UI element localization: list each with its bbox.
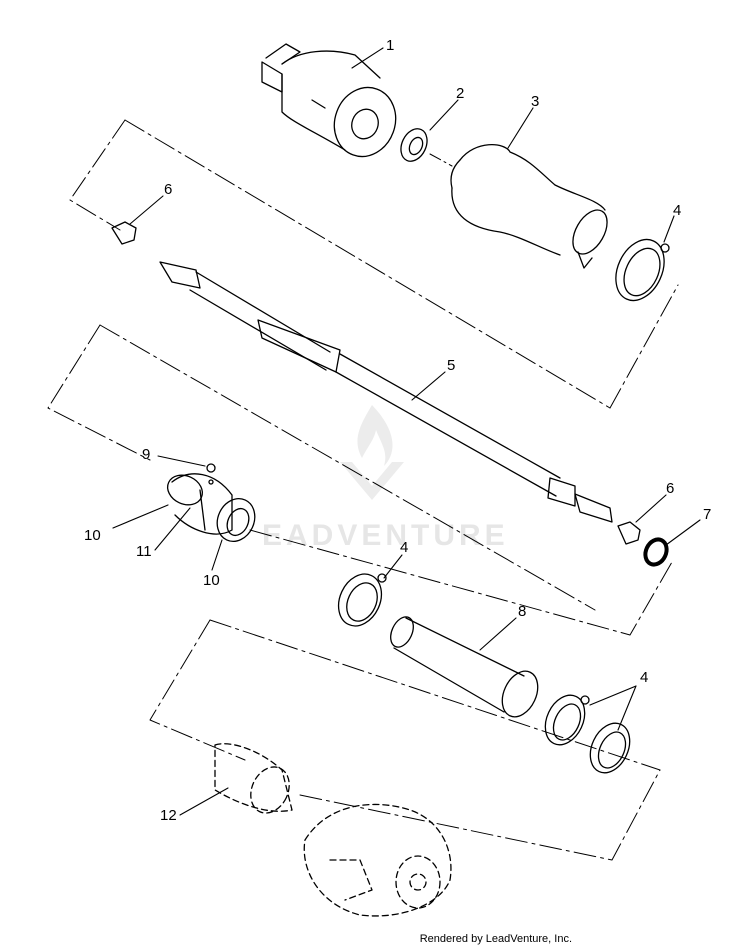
part-7-o-ring: [643, 537, 669, 567]
part-4-clamp-lower-left: [544, 694, 590, 746]
callout-8: 8: [518, 603, 526, 620]
part-9-set-screw: [206, 463, 216, 485]
part-12-gearcase: [214, 743, 452, 917]
callout-12: 12: [160, 807, 177, 824]
callout-9: 9: [142, 446, 150, 463]
part-4-clamp-lower-right: [589, 722, 631, 774]
rendered-by-footer: Rendered by LeadVenture, Inc.: [419, 933, 572, 945]
callout-4-upper: 4: [673, 202, 681, 219]
part-5-drive-shaft: [159, 261, 613, 523]
callout-6-upper: 6: [164, 181, 172, 198]
callout-10-left: 10: [84, 527, 101, 544]
watermark-flame-logo: [357, 405, 393, 466]
watermark-v-logo: [340, 462, 404, 500]
part-4-clamp-middle: [337, 573, 387, 627]
guide-line-lower: [149, 619, 246, 761]
assembly-guide-lines: [47, 119, 679, 861]
callout-4-middle: 4: [400, 539, 408, 556]
callout-6-lower: 6: [666, 480, 674, 497]
guide-line-upper: [69, 119, 126, 231]
part-6-pin-lower: [617, 521, 641, 545]
part-8-tube: [390, 616, 539, 718]
part-4-clamp-upper: [615, 238, 670, 302]
leader-lines: [112, 47, 701, 816]
part-2-washer: [400, 128, 453, 167]
part-1-coupler: [261, 43, 397, 158]
callout-11: 11: [136, 543, 152, 560]
callout-7: 7: [703, 506, 711, 523]
part-3-boot: [450, 143, 608, 269]
callout-2: 2: [456, 85, 464, 102]
guide-line-middle: [47, 324, 151, 461]
callout-3: 3: [531, 93, 539, 110]
part-10-11-yoke: [166, 473, 256, 542]
callout-10-bottom: 10: [203, 572, 220, 589]
callout-1: 1: [386, 37, 394, 54]
callout-4-lower: 4: [640, 669, 648, 686]
watermark-text: EADVENTURE: [262, 519, 509, 552]
watermark: EADVENTURE: [262, 405, 509, 552]
callouts: 1 2 3 4 4 4 5 6 6 7 8 9 10 10 11 12: [84, 37, 711, 824]
part-6-pin-upper: [111, 221, 137, 245]
callout-5: 5: [447, 357, 455, 374]
